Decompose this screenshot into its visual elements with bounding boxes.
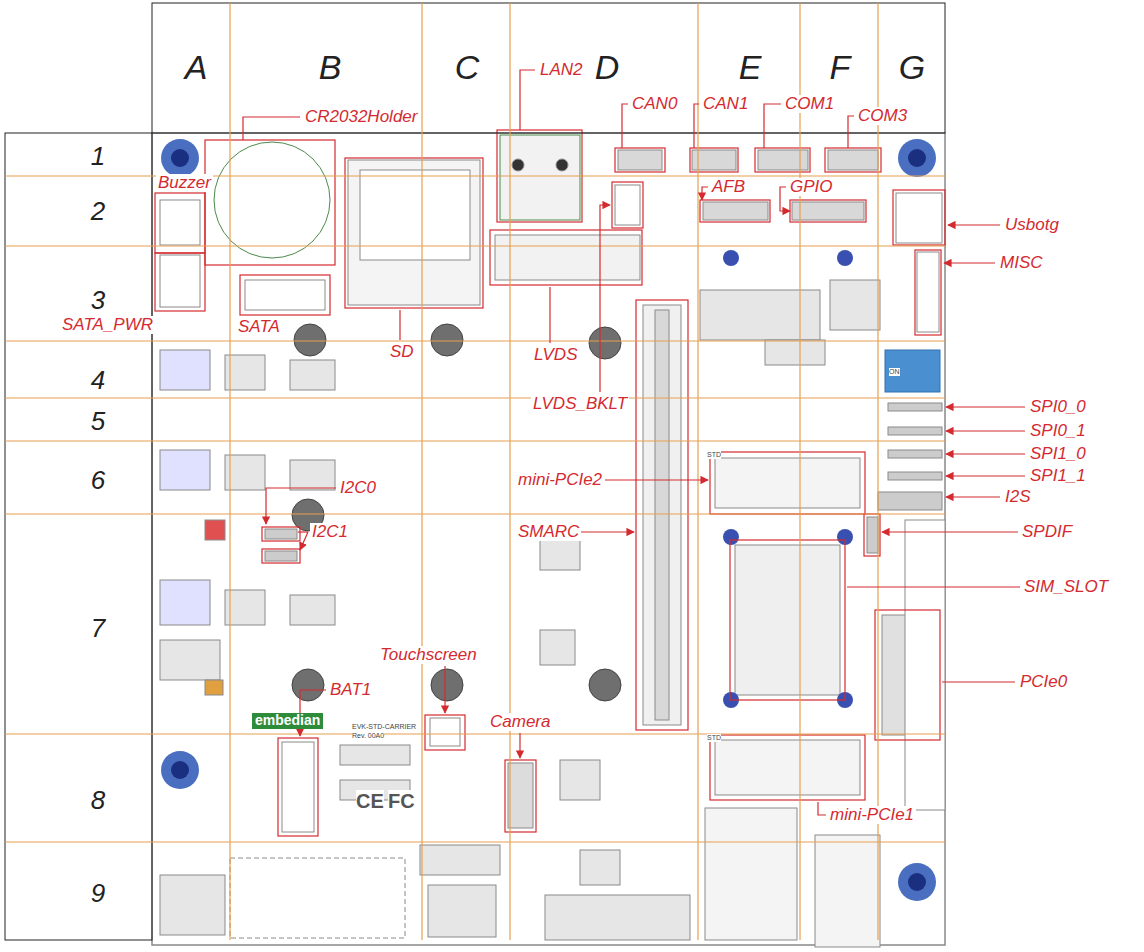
part-callout: Buzzer [156, 174, 213, 193]
part-callout: Touchscreen [378, 646, 479, 665]
grid-column-letter: G [899, 49, 925, 86]
certification-mark: CE [356, 790, 384, 812]
grid-column-letter: B [319, 49, 342, 86]
grid-lines [5, 3, 945, 940]
part-callout: Camera [488, 713, 552, 732]
grid-column-letter: F [830, 49, 851, 86]
grid-row-number: 1 [91, 142, 105, 171]
part-callout: mini-PCIe1 [828, 806, 916, 825]
part-callout: PCIe0 [1018, 673, 1069, 692]
grid-row-number: 2 [91, 197, 105, 226]
part-callout: CAN0 [630, 95, 679, 114]
certification-mark: FC [388, 790, 415, 812]
grid-column-letter: E [739, 49, 762, 86]
part-callout: SPI1_1 [1028, 467, 1088, 486]
part-callout: SPDIF [1020, 523, 1074, 542]
grid-column-letter: C [455, 49, 480, 86]
board-logo: embedian [252, 713, 323, 728]
part-callout: SATA [236, 318, 282, 337]
part-callout: CAN1 [701, 95, 750, 114]
mounting-holes [161, 139, 936, 901]
grid-row-number: 7 [91, 614, 105, 643]
part-callout: LVDS_BKLT [531, 395, 629, 414]
grid-row-number: 8 [91, 786, 105, 815]
grid-column-letter: A [185, 49, 208, 86]
part-callout: COM1 [783, 95, 836, 114]
part-callout: I2C1 [310, 523, 350, 542]
grid-frame [5, 3, 945, 940]
part-callout: SPI0_0 [1028, 398, 1088, 417]
callout-frames [155, 130, 945, 836]
part-callout: SATA_PWR [60, 316, 155, 335]
part-callout: CR2032Holder [303, 108, 419, 127]
part-callout: I2S [1003, 488, 1033, 507]
grid-row-number: 4 [91, 366, 105, 395]
silkscreen-text: EVK-STD-CARRIER [352, 723, 416, 731]
part-callout: SPI0_1 [1028, 422, 1088, 441]
components [160, 135, 945, 947]
grid-column-letter: D [595, 49, 620, 86]
board-outline [152, 133, 945, 945]
part-callout: SMARC [516, 523, 581, 542]
part-callout: SPI1_0 [1028, 445, 1088, 464]
part-callout: mini-PCIe2 [516, 471, 604, 490]
part-callout: SD [388, 343, 416, 362]
grid-row-number: 3 [91, 286, 105, 315]
part-callout: GPIO [788, 178, 835, 197]
silkscreen-text: STD [707, 451, 721, 459]
part-callout: MISC [998, 254, 1045, 273]
part-callout: LVDS [532, 346, 579, 365]
part-callout: LAN2 [538, 61, 585, 80]
silkscreen-text: STD [707, 734, 721, 742]
grid-row-number: 5 [91, 407, 105, 436]
part-callout: COM3 [856, 107, 909, 126]
silkscreen-text: ON [889, 368, 900, 376]
grid-row-number: 9 [91, 879, 105, 908]
part-callout: SIM_SLOT [1022, 578, 1110, 597]
part-callout: AFB [710, 178, 747, 197]
part-callout: I2C0 [338, 479, 378, 498]
grid-row-number: 6 [91, 466, 105, 495]
standoffs [292, 324, 621, 701]
leader-lines [243, 70, 1025, 815]
part-callout: Usbotg [1003, 216, 1061, 235]
part-callout: BAT1 [328, 681, 373, 700]
silkscreen-text: Rev. 00A0 [352, 732, 384, 740]
